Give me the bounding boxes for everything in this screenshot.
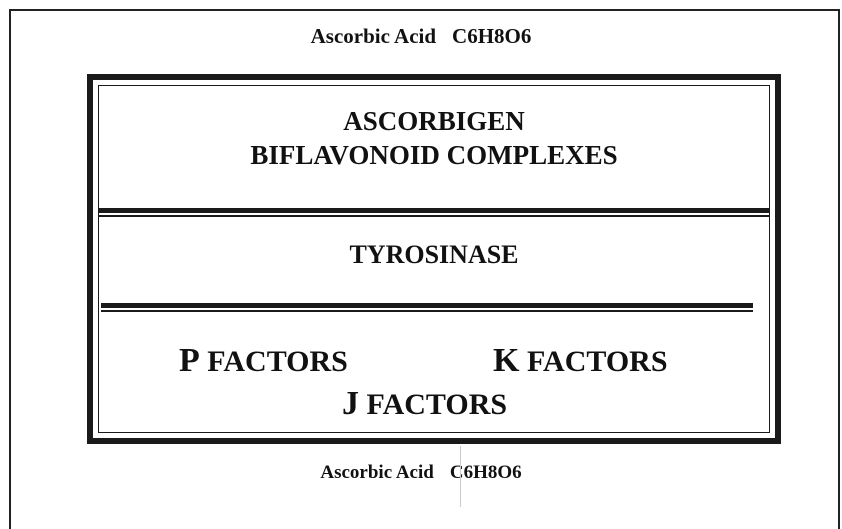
bottom-caption-name: Ascorbic Acid [320,462,434,483]
p-factors-letter: P [179,342,200,379]
section-complexes-line2: BIFLAVONOID COMPLEXES [250,140,618,170]
bottom-caption: Ascorbic Acid C6H8O6 [0,462,842,484]
section-complexes: ASCORBIGEN BIFLAVONOID COMPLEXES [93,104,775,172]
k-factors-label: K FACTORS [493,342,668,380]
vitamin-c-complex-box: ASCORBIGEN BIFLAVONOID COMPLEXES TYROSIN… [87,74,781,444]
inner-border [98,85,770,433]
divider-thin [101,310,753,312]
section-complexes-line1: ASCORBIGEN [343,106,525,136]
j-factors-letter: J [342,385,359,422]
top-caption-name: Ascorbic Acid [310,24,437,48]
divider-thick [101,303,753,308]
top-caption-formula: C6H8O6 [452,24,532,48]
faint-vertical-line [460,446,461,507]
top-caption: Ascorbic Acid C6H8O6 [0,24,842,49]
section-enzyme: TYROSINASE [349,240,519,269]
p-factors-label: P FACTORS [179,342,348,380]
bottom-caption-formula: C6H8O6 [449,462,522,483]
k-factors-letter: K [493,342,520,379]
j-factors-word: FACTORS [366,388,508,421]
divider-thin [98,215,770,217]
p-factors-word: FACTORS [207,345,348,378]
k-factors-word: FACTORS [526,345,668,378]
j-factors-label: J FACTORS [342,385,507,423]
divider-thick [98,208,770,213]
page-frame [9,9,840,529]
